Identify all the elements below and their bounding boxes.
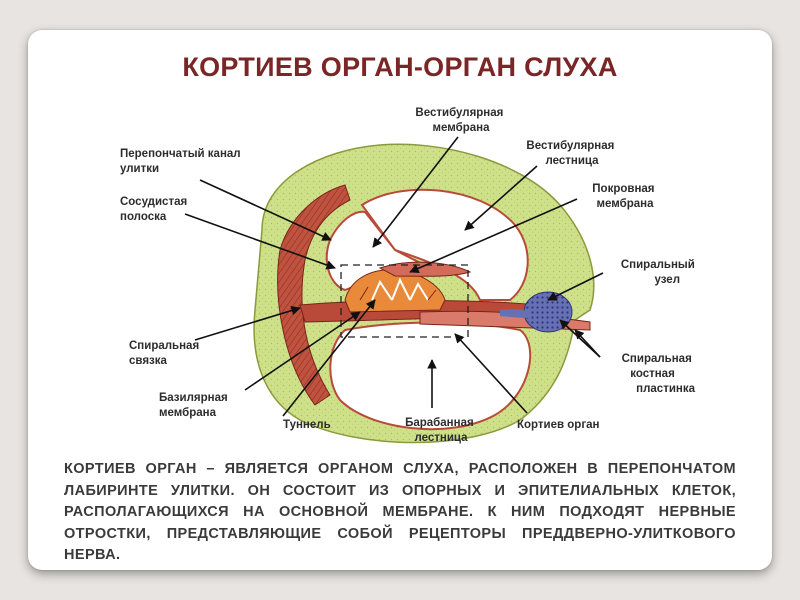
label-tectorial-membrane: Покровная мембрана bbox=[592, 183, 657, 210]
slide-title: КОРТИЕВ ОРГАН-ОРГАН СЛУХА bbox=[182, 52, 618, 82]
label-membranous-canal: Перепончатый канал улитки bbox=[120, 148, 244, 175]
pointer-lines bbox=[184, 136, 604, 417]
tectorial-membrane-shape bbox=[378, 261, 472, 277]
label-tunnel: Туннель bbox=[283, 419, 331, 431]
label-vestibular-scala: Вестибулярная лестница bbox=[526, 140, 617, 167]
spiral-ligament-tissue bbox=[277, 184, 351, 406]
detail-box bbox=[340, 264, 469, 338]
label-tympanic-scala: Барабанная лестница bbox=[405, 417, 477, 444]
label-spiral-ligament: Спиральная связка bbox=[129, 340, 202, 367]
description-text: КОРТИЕВ ОРГАН – ЯВЛЯЕТСЯ ОРГАНОМ СЛУХА, … bbox=[64, 461, 736, 563]
label-vestibular-membrane: Вестибулярная мембрана bbox=[415, 107, 506, 134]
label-organ-of-corti: Кортиев орган bbox=[517, 419, 600, 431]
label-spiral-ganglion: Спиральный узел bbox=[621, 259, 698, 286]
label-basilar-membrane: Базилярная мембрана bbox=[159, 392, 231, 419]
label-stria-vascularis: Сосудистая полоска bbox=[120, 196, 190, 223]
label-osseous-lamina: Спиральная костная пластинка bbox=[622, 353, 696, 395]
